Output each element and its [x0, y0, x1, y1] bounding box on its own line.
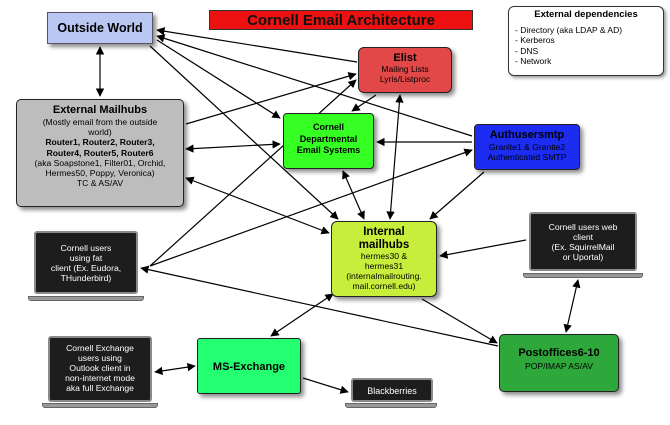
web-client-label: or Uportal) [562, 252, 604, 262]
postoffices-node: Postoffices6-10 POP/IMAP AS/AV [499, 334, 619, 392]
internal-mailhubs-title: mailhubs [358, 238, 410, 251]
elist-title: Elist [393, 52, 417, 64]
internal-mailhubs-line: mail.cornell.edu) [352, 281, 416, 291]
external-mailhubs-aka: Hermes50, Poppy, Veronica) [45, 168, 155, 179]
link-internal-to-postoffice [421, 298, 498, 344]
external-mailhubs-aka: (aka Soapstone1, Filter01, Orchid, [34, 157, 166, 168]
dependency-item: - DNS [515, 45, 539, 56]
external-mailhubs-subtitle: (Mostly email from the outside [42, 117, 158, 127]
exchange-client-label: aka full Exchange [66, 383, 134, 393]
web-client-label: client [572, 232, 594, 242]
external-mailhubs-title: External Mailhubs [52, 104, 148, 116]
link-mailhubs-to-elist [185, 72, 357, 125]
internal-mailhubs-title: Internal [363, 226, 405, 238]
elist-line: Lyris/Listproc [379, 74, 431, 84]
link-authsmtp-to-internal [429, 171, 485, 220]
laptop-base [28, 296, 144, 301]
laptop-base [345, 403, 437, 408]
link-mailhubs-internal [185, 176, 330, 235]
authusersmtp-node: Authusersmtp Granite1 & Granite2 Authent… [474, 124, 580, 170]
internal-mailhubs-line: (internalmailrouting. [346, 271, 422, 281]
exchange-client-label: non-internet mode [65, 373, 135, 383]
authusersmtp-line: Granite1 & Granite2 [488, 142, 566, 152]
elist-line: Mailing Lists [381, 64, 429, 74]
link-fat-to-elist [149, 79, 357, 267]
exchange-client-label: users using [78, 353, 122, 363]
link-mailhubs-dept [185, 140, 281, 153]
link-elist-to-outside [156, 27, 358, 63]
fat-client-label: Cornell users [60, 243, 112, 253]
link-outside-to-dept [156, 39, 281, 119]
fat-client-label: client (Ex. Eudora, [50, 263, 122, 273]
postoffices-title: Postoffices6-10 [518, 347, 600, 359]
fat-client-screen: Cornell users using fat client (Ex. Eudo… [34, 231, 138, 294]
web-client-label: (Ex. SquirrelMail [551, 242, 615, 252]
postoffices-line: POP/IMAP AS/AV [525, 361, 593, 371]
departmental-email-title: Departmental [299, 133, 358, 144]
internal-mailhubs-line: hermes31 [364, 261, 404, 271]
exchange-client-screen: Cornell Exchange users using Outlook cli… [48, 336, 152, 402]
laptop-base [42, 403, 158, 408]
elist-node: Elist Mailing Lists Lyris/Listproc [358, 47, 452, 93]
blackberries-screen: Blackberries [351, 378, 433, 402]
exchange-client-label: Outlook client in [69, 363, 131, 373]
authusersmtp-line: Authenticated SMTP [487, 152, 567, 162]
external-dependencies-box: External dependencies - Directory (aka L… [508, 6, 664, 76]
external-mailhubs-subtitle: world) [88, 127, 112, 138]
internal-mailhubs-line: hermes30 & [360, 251, 408, 261]
link-exchclient-msexchange [154, 362, 196, 376]
web-client-screen: Cornell users web client (Ex. SquirrelMa… [529, 212, 637, 271]
departmental-email-node: Cornell Departmental Email Systems [283, 113, 374, 169]
exchange-client-label: Cornell Exchange [66, 343, 134, 353]
external-mailhubs-extra: TC & AS/AV [76, 178, 124, 189]
departmental-email-title: Cornell [312, 122, 344, 132]
link-fat-to-authsmtp [149, 148, 473, 267]
link-web-to-internal [439, 239, 527, 259]
laptop-base [523, 273, 643, 278]
link-elist-to-dept [351, 94, 377, 112]
link-elist-internal [386, 94, 404, 220]
outside-world-node: Outside World [47, 12, 153, 44]
departmental-email-title: Email Systems [296, 145, 361, 155]
diagram-title-box: Cornell Email Architecture [209, 10, 473, 30]
link-internal-msexchange [270, 293, 334, 337]
external-mailhubs-routers: Router4, Router5, Router6 [46, 147, 154, 158]
link-web-postoffice [563, 279, 581, 333]
exchange-client-laptop-icon: Cornell Exchange users using Outlook cli… [42, 336, 158, 408]
outside-world-title: Outside World [57, 21, 143, 35]
external-mailhubs-node: External Mailhubs (Mostly email from the… [16, 99, 184, 207]
dependency-item: - Network [515, 56, 552, 66]
ms-exchange-node: MS-Exchange [197, 338, 301, 394]
blackberries-label: Blackberries [367, 386, 417, 396]
link-postoffice-to-fat [140, 265, 499, 347]
dependency-item: - Kerberos [515, 35, 555, 45]
blackberries-laptop-icon: Blackberries [345, 378, 437, 408]
web-client-label: Cornell users web [548, 222, 618, 232]
diagram-title: Cornell Email Architecture [247, 12, 435, 29]
external-mailhubs-routers: Router1, Router2, Router3, [45, 137, 155, 148]
fat-client-label: THunderbird) [60, 273, 112, 283]
link-dept-internal [342, 170, 365, 220]
fat-client-label: using fat [69, 253, 103, 263]
web-client-laptop-icon: Cornell users web client (Ex. SquirrelMa… [523, 212, 643, 278]
dependency-item: - Directory (aka LDAP & AD) [515, 24, 623, 35]
authusersmtp-title: Authusersmtp [489, 129, 565, 141]
link-msexchange-blackberries [302, 377, 349, 394]
internal-mailhubs-node: Internal mailhubs hermes30 & hermes31 (i… [331, 221, 437, 297]
ms-exchange-title: MS-Exchange [212, 361, 286, 373]
fat-client-laptop-icon: Cornell users using fat client (Ex. Eudo… [28, 231, 144, 301]
external-dependencies-heading: External dependencies [534, 9, 638, 20]
